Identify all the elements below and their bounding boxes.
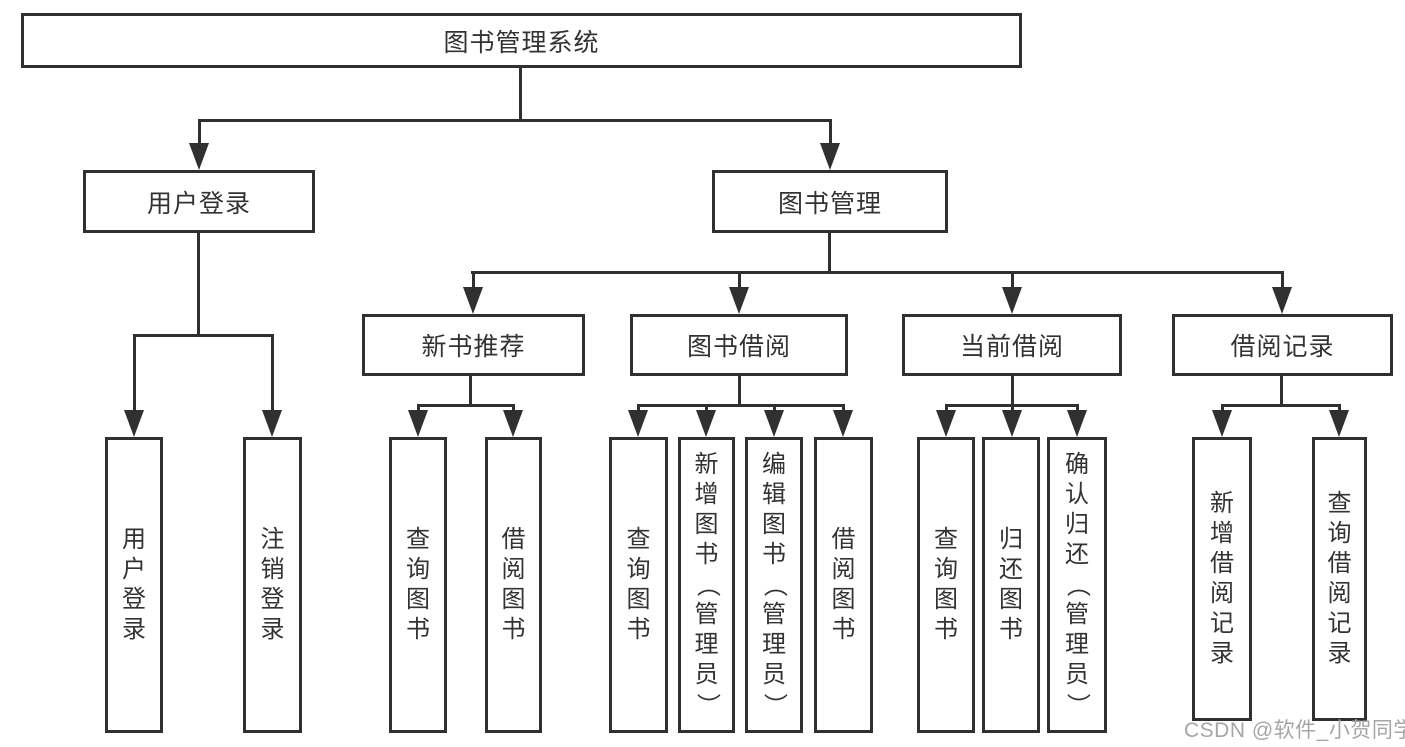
node-current-borrow: 当前借阅 <box>902 314 1122 376</box>
arrow-down-icon <box>262 410 282 437</box>
leaf-confirm-return-admin: 确认归还（管理员） <box>1047 437 1107 733</box>
connector-line <box>637 404 640 413</box>
connector-line <box>198 119 201 146</box>
node-label: 查询图书 <box>406 526 430 643</box>
leaf-edit-book-admin: 编辑图书（管理员） <box>745 437 803 733</box>
leaf-return-book: 归还图书 <box>982 437 1040 733</box>
connector-line <box>828 233 831 274</box>
leaf-add-book-admin: 新增图书（管理员） <box>678 437 735 733</box>
arrow-down-icon <box>124 410 144 437</box>
connector-line <box>512 404 515 413</box>
node-label: 当前借阅 <box>959 333 1064 361</box>
arrow-down-icon <box>189 143 209 170</box>
connector-line <box>1011 404 1014 413</box>
node-borrow-records: 借阅记录 <box>1172 314 1393 376</box>
connector-line <box>417 404 515 407</box>
arrow-down-icon <box>729 287 749 314</box>
leaf-user-login: 用户登录 <box>105 437 163 733</box>
connector-line <box>829 119 832 146</box>
connector-line <box>1011 271 1014 289</box>
connector-line <box>197 233 200 337</box>
arrow-down-icon <box>1329 410 1349 437</box>
arrow-down-icon <box>503 410 523 437</box>
connector-line <box>842 404 845 413</box>
connector-line <box>133 334 274 337</box>
connector-line <box>469 376 472 407</box>
connector-line <box>738 376 741 407</box>
node-label: 借阅图书 <box>501 526 526 643</box>
node-book-borrow: 图书借阅 <box>630 314 848 376</box>
connector-line <box>1011 376 1014 407</box>
arrow-down-icon <box>833 410 853 437</box>
arrow-down-icon <box>820 143 840 170</box>
node-label: 归还图书 <box>999 526 1023 643</box>
node-label: 图书借阅 <box>686 333 791 361</box>
connector-line <box>773 404 776 413</box>
arrow-down-icon <box>628 410 648 437</box>
watermark-text: CSDN @软件_小贺同学 <box>1184 719 1405 742</box>
connector-line <box>637 404 845 407</box>
node-new-book-recommend: 新书推荐 <box>362 314 585 376</box>
node-label: 图书管理系统 <box>443 28 600 57</box>
leaf-logout-login: 注销登录 <box>243 437 302 733</box>
arrow-down-icon <box>408 410 428 437</box>
leaf-query-book: 查询图书 <box>389 437 447 733</box>
arrow-down-icon <box>463 287 483 314</box>
leaf-borrow-book: 借阅图书 <box>814 437 873 733</box>
arrow-down-icon <box>764 410 784 437</box>
node-label: 用户登录 <box>122 526 146 643</box>
connector-line <box>738 271 741 289</box>
node-label: 新书推荐 <box>421 333 526 361</box>
connector-line <box>198 119 832 122</box>
connector-line <box>1221 404 1224 413</box>
connector-line <box>1221 404 1341 407</box>
connector-line <box>417 404 420 413</box>
node-label: 查询图书 <box>934 526 958 643</box>
connector-line <box>705 404 708 413</box>
node-label: 注销登录 <box>260 526 285 643</box>
node-library-system: 图书管理系统 <box>21 13 1022 68</box>
connector-line <box>1338 404 1341 413</box>
leaf-query-book: 查询图书 <box>917 437 975 733</box>
connector-line <box>1280 376 1283 407</box>
node-label: 借阅图书 <box>831 526 856 643</box>
connector-line <box>271 334 274 412</box>
arrow-down-icon <box>696 410 716 437</box>
arrow-down-icon <box>1067 410 1087 437</box>
arrow-down-icon <box>1002 287 1022 314</box>
leaf-query-book: 查询图书 <box>609 437 668 733</box>
node-label: 确认归还（管理员） <box>1064 451 1091 717</box>
leaf-borrow-book: 借阅图书 <box>485 437 542 733</box>
node-label: 查询借阅记录 <box>1327 490 1352 667</box>
connector-line <box>133 334 136 412</box>
node-user-login: 用户登录 <box>83 170 315 233</box>
node-label: 查询图书 <box>626 526 651 643</box>
connector-line <box>471 271 1283 274</box>
node-label: 用户登录 <box>146 189 251 218</box>
connector-line <box>945 404 948 413</box>
arrow-down-icon <box>936 410 956 437</box>
connector-line <box>472 271 475 289</box>
leaf-add-borrow-record: 新增借阅记录 <box>1192 437 1252 721</box>
arrow-down-icon <box>1272 287 1292 314</box>
node-label: 编辑图书（管理员） <box>761 451 788 717</box>
node-label: 新增借阅记录 <box>1210 490 1234 667</box>
node-label: 图书管理 <box>777 189 882 218</box>
leaf-query-borrow-record: 查询借阅记录 <box>1312 437 1367 721</box>
connector-line <box>1281 271 1284 289</box>
connector-line <box>519 68 522 121</box>
node-book-management: 图书管理 <box>712 170 948 233</box>
node-label: 借阅记录 <box>1230 333 1335 361</box>
connector-line <box>1076 404 1079 413</box>
arrow-down-icon <box>1002 410 1022 437</box>
node-label: 新增图书（管理员） <box>693 451 721 717</box>
arrow-down-icon <box>1212 410 1232 437</box>
